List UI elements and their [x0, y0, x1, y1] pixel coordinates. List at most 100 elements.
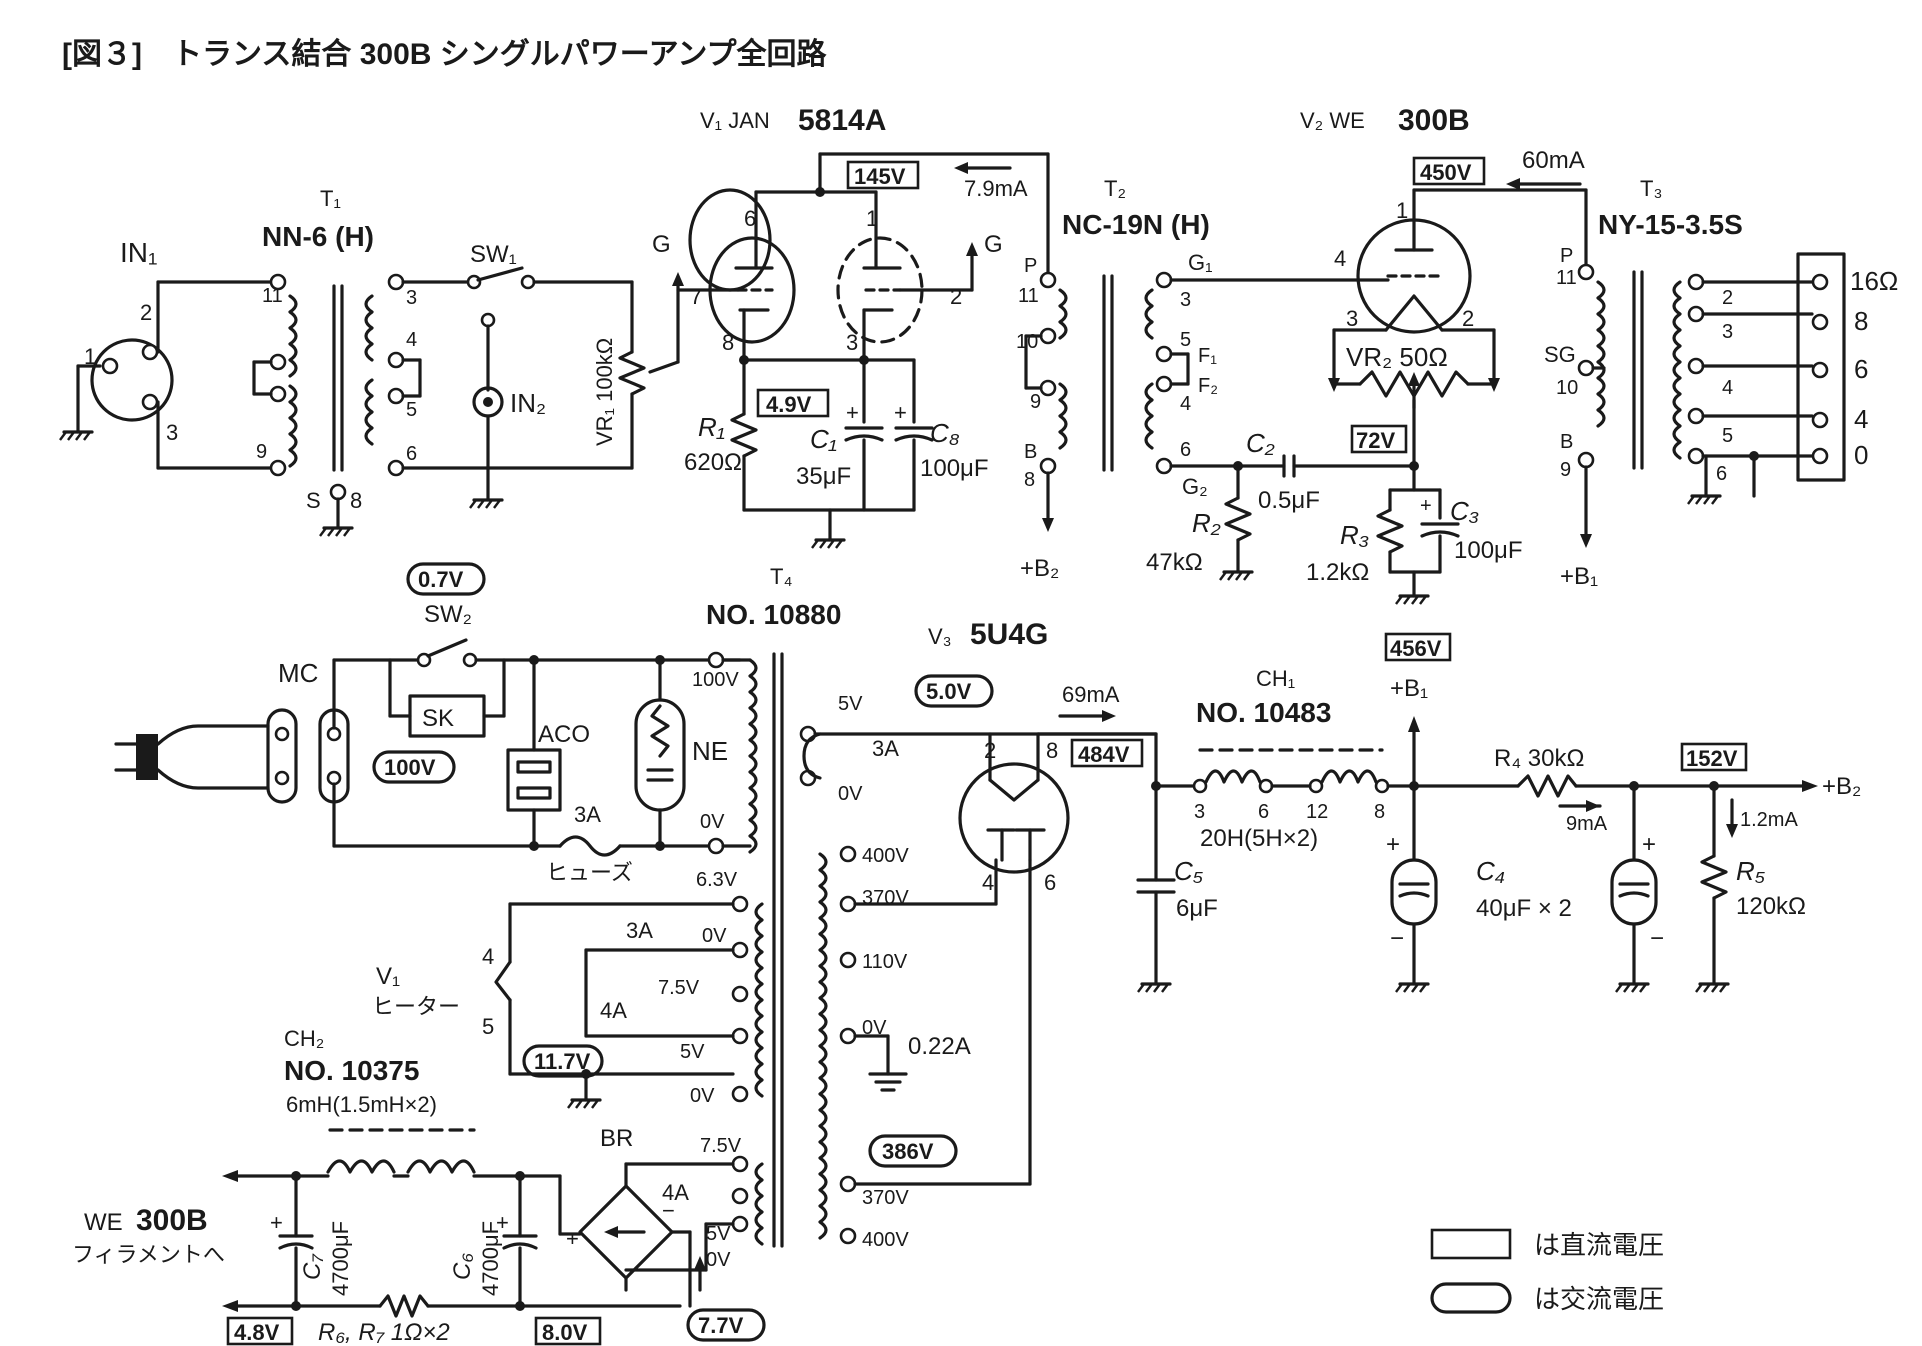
t3-pin-b: B: [1560, 431, 1573, 453]
ac-voltage-100v-oval: [372, 750, 456, 784]
ch1-pin-8: 8: [1374, 801, 1385, 823]
t4-ref: T₄: [770, 564, 792, 589]
r1-ref: R₁: [698, 412, 725, 442]
c6-val: 4700μF: [478, 1221, 503, 1296]
sw2-label: SW₂: [424, 601, 472, 628]
t4-0.22a: 0.22A: [908, 1033, 971, 1060]
t3-ref: T₃: [1640, 176, 1662, 201]
t3-pin-6: 6: [1716, 463, 1727, 485]
jack-in2: [468, 312, 504, 510]
t3-pin-p: P: [1560, 245, 1573, 267]
r5-val: 120kΩ: [1736, 893, 1806, 920]
c3-val: 100μF: [1454, 537, 1523, 564]
t1-pin-5: 5: [406, 399, 417, 421]
dc-voltage-145v-box: [846, 160, 920, 190]
v1-pin-7: 7: [690, 284, 702, 309]
ac-voltage-5.0v: 5.0V: [926, 679, 972, 704]
t4-model: NO. 10880: [706, 599, 841, 630]
rail-b1-label: +B₁: [1390, 675, 1428, 702]
c7-plus: +: [270, 1210, 283, 1235]
transformer-t4: [707, 651, 1158, 1248]
aco-surge: [506, 655, 562, 851]
t2-pin-11: 11: [1018, 285, 1039, 307]
transformer-t1: [252, 273, 422, 538]
choke-ch1-and-filter: [1136, 716, 1818, 994]
mc-label: MC: [278, 658, 318, 688]
dc-voltage-72v-box: [1350, 424, 1408, 454]
t4-0v-d: 0V: [690, 1085, 715, 1107]
t2-pin-5: 5: [1180, 329, 1191, 351]
c2-ref: C₂: [1246, 428, 1275, 458]
t4-0v-c: 0V: [702, 925, 727, 947]
dc-voltage-72v: 72V: [1356, 428, 1395, 453]
dc-voltage-450v: 450V: [1420, 160, 1472, 185]
v3-pin-2: 2: [984, 738, 996, 763]
t4-5v-b: 5V: [706, 1223, 731, 1245]
c4b-minus: −: [1650, 925, 1664, 952]
t4-370v-b: 370V: [862, 1187, 909, 1209]
v1-type: 5814A: [798, 104, 886, 137]
rail-b1-label-top: +B₁: [1560, 563, 1598, 590]
t2-pin-b: B: [1024, 441, 1037, 463]
xlr-input-in1: [58, 280, 280, 470]
v3-type: 5U4G: [970, 618, 1048, 651]
t4-5v-a: 5V: [680, 1041, 705, 1063]
t4-0v-e: 0V: [706, 1249, 731, 1271]
v3-pin-6: 6: [1044, 870, 1056, 895]
t1-pin-s: S: [306, 488, 321, 513]
tap-4: 4: [1854, 404, 1868, 434]
dc-voltage-8.0v-box: [534, 1316, 602, 1346]
current-1.2ma: 1.2mA: [1740, 809, 1798, 831]
t3-pin-2: 2: [1722, 287, 1733, 309]
tap-0: 0: [1854, 440, 1868, 470]
v1-pin-6: 6: [744, 206, 756, 231]
t1-model: NN-6 (H): [262, 221, 374, 252]
tube-v1: [676, 152, 1050, 365]
t2-pin-g2: G₂: [1182, 474, 1208, 499]
t2-pin-f2: F₂: [1198, 375, 1218, 397]
dc-voltage-11.7v: 11.7V: [534, 1049, 591, 1074]
t3-model: NY-15-3.5S: [1598, 209, 1743, 240]
ac-voltage-0.7v: 0.7V: [418, 567, 464, 592]
c8-plus: +: [894, 400, 907, 425]
v1-pin-8: 8: [722, 330, 734, 355]
in1-pin-3: 3: [166, 420, 178, 445]
t3-pin-10: 10: [1556, 377, 1578, 399]
t2-pin-4: 4: [1180, 393, 1191, 415]
t4-110v: 110V: [862, 951, 908, 973]
t4-7.5v-a: 7.5V: [658, 977, 700, 999]
fuse-label: ヒューズ: [546, 860, 633, 885]
r2-val: 47kΩ: [1146, 549, 1203, 576]
t2-pin-8: 8: [1024, 469, 1035, 491]
ac-voltage-7.7v-oval: [686, 1308, 766, 1342]
ac-voltage-0.7v-oval: [406, 562, 486, 596]
c5-val: 6μF: [1176, 895, 1218, 922]
t4-pri-100v: 100V: [692, 669, 739, 691]
t2-model: NC-19N (H): [1062, 209, 1210, 240]
filament-text: フィラメントへ: [72, 1242, 225, 1267]
t2-pin-6: 6: [1180, 439, 1191, 461]
v2-pin-2: 2: [1462, 306, 1474, 331]
c1-plus: +: [846, 400, 859, 425]
t4-400v-b: 400V: [862, 1229, 909, 1251]
c4-val: 40μF × 2: [1476, 895, 1572, 922]
in1-pin-2: 2: [140, 300, 152, 325]
v1-pin-2: 2: [950, 284, 962, 309]
t1-pin-3: 3: [406, 287, 417, 309]
c2-val: 0.5μF: [1258, 487, 1320, 514]
t4-pri-0v: 0V: [700, 811, 725, 833]
c3-plus: +: [1420, 495, 1432, 517]
t2-pin-3: 3: [1180, 289, 1191, 311]
t4-4a-a: 4A: [600, 998, 627, 1023]
v1-heater: [494, 902, 735, 1110]
c5-ref: C₅: [1174, 856, 1204, 886]
filament-supply: [222, 1128, 735, 1318]
current-7.9ma: 7.9mA: [964, 176, 1028, 201]
switch-sw2: [388, 638, 742, 738]
sk-label: SK: [422, 705, 454, 732]
r3-val: 1.2kΩ: [1306, 559, 1369, 586]
potentiometer-vr1: [618, 272, 684, 470]
current-60ma: 60mA: [1522, 147, 1585, 174]
sw1-label: SW₁: [470, 241, 517, 268]
